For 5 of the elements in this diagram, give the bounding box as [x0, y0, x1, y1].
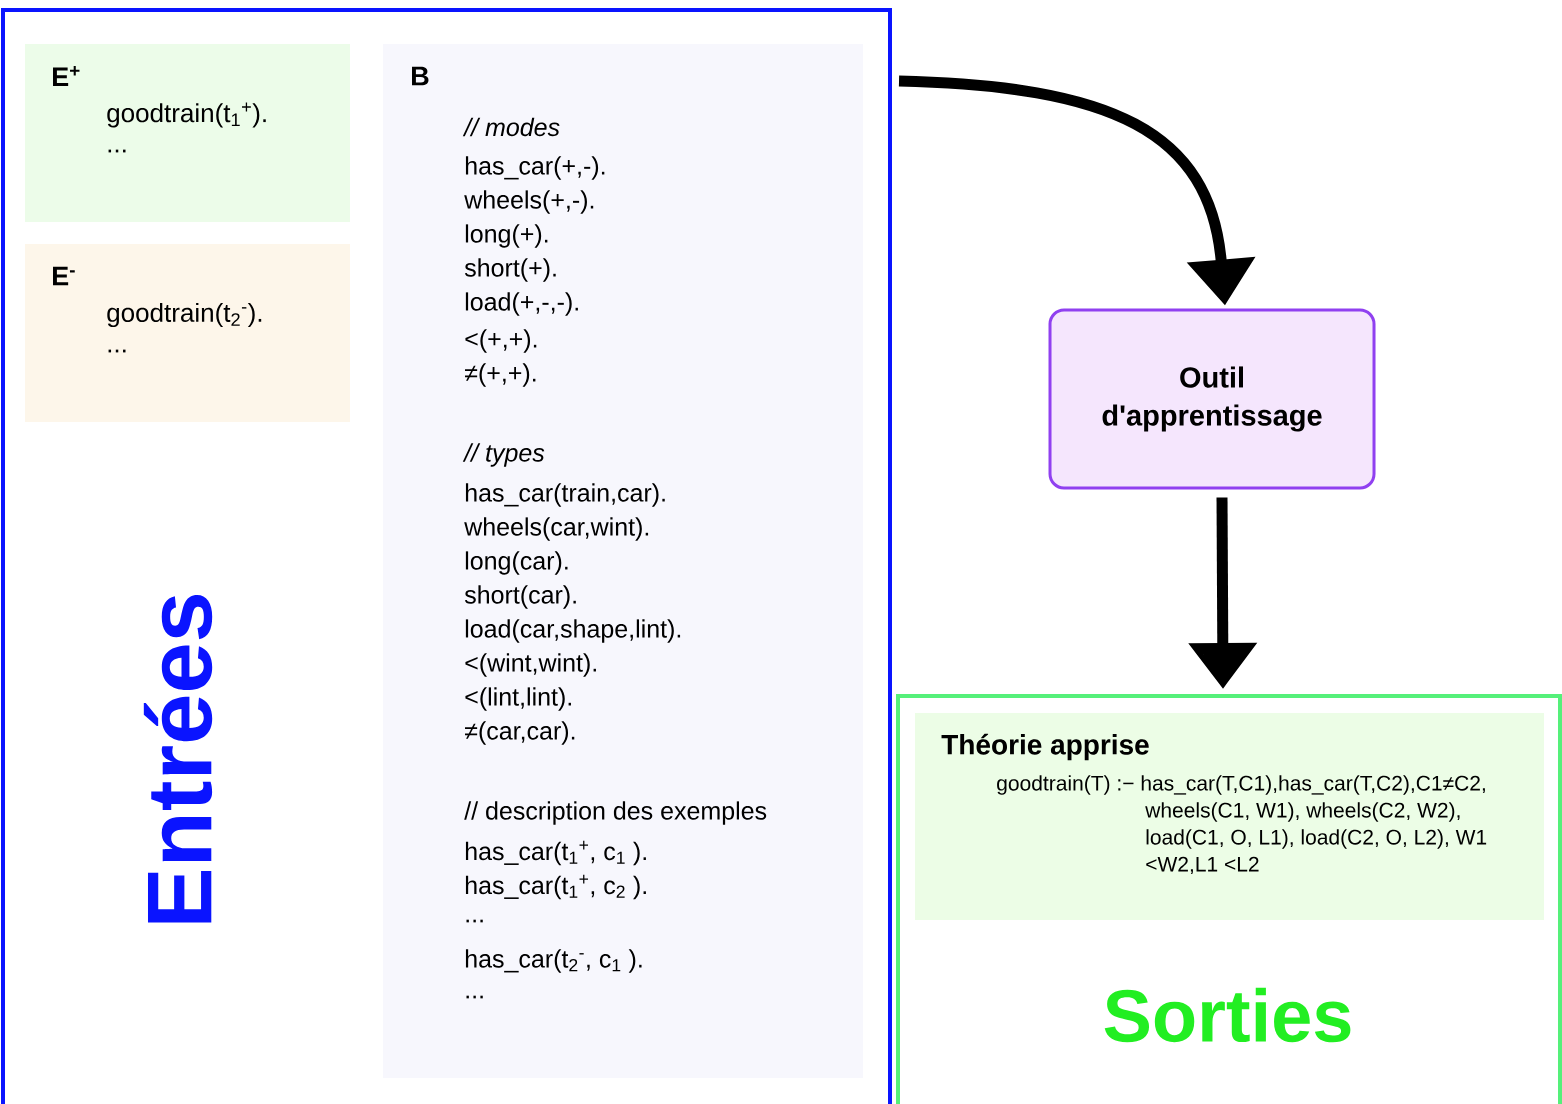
example-panel: E$^{-}$ goodtrain(t$_{2}$$^{-}$). ...: [25, 244, 350, 422]
example-panel: E$^{+}$ goodtrain(t$_{1}$$^{+}$). ...: [25, 44, 350, 222]
code-panel: B // modes has_car(+,-). wheels(+,-). long(+). short(+). load(+,-,-). <(+,+). ≠(+,+). // types has_car(train,car). wheels(car,wint). long(car). short(car). load(car,shape,lint). <(wint,wint). <(lint,lint). ≠(car,car). // description des exemples has_car(t$_{1}$$^{+}$, c$_{1}$ ). has_car(t$_{1}$$^{+}$, c$_{2}$ ). ... has_car(t$_{2}$$^{-}$, c$_{1}$ ). ...: [383, 44, 863, 1078]
theory-panel: Théorie apprise goodtrain(T) :− has_car(T,C1),has_car(T,C2),C1≠C2, wheels(C1, W1), wheels(C2, W2), load(C1, O, L1), load(C2, O, L2), W1 <W2,L1 <L2: [915, 713, 1544, 920]
process-box: Outil d'apprentissage: [1048, 308, 1376, 490]
